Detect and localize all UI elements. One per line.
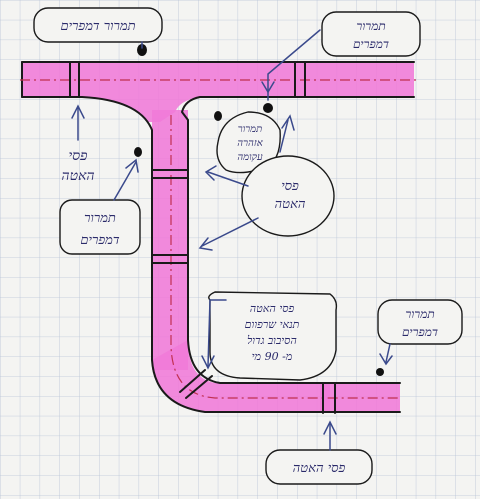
bubble-top-left [33, 7, 163, 43]
bubble-right-low [377, 299, 463, 345]
bubble-right [241, 155, 335, 237]
damper-dot [214, 111, 222, 121]
road-junction-flare [82, 97, 200, 122]
label-top-right-1: תמרור [356, 19, 385, 33]
label-right-low-1: תמרור [405, 307, 434, 321]
label-top-left: תמרור דמפרים [61, 19, 136, 34]
label-crosswalk-left-1: פסי [69, 148, 88, 164]
label-left-mid-2: דמפרים [80, 233, 119, 248]
bubble-center [216, 111, 281, 174]
damper-dot [376, 368, 384, 376]
labels: תמרור דמפרים תמרור דמפרים פסי האטה תמרור… [61, 19, 439, 476]
damper-dot [137, 44, 147, 56]
label-center-2: אזהרה [237, 138, 263, 149]
bubble-top-right [321, 11, 421, 57]
damper-dot [134, 147, 142, 157]
label-right-bubble-2: האטה [275, 197, 306, 212]
label-right-low-2: דמפרים [402, 325, 438, 339]
label-note-4: מ- 90 מי [252, 350, 293, 363]
speed-strips [69, 61, 336, 414]
bubble-left-mid [59, 199, 141, 255]
road-vertical-segment [152, 110, 188, 370]
label-right-bubble-1: פסי [281, 179, 299, 194]
label-note-2: תנאי שרפוום [245, 318, 300, 331]
bubble-bottom [265, 449, 373, 485]
damper-dots [134, 44, 384, 376]
label-bottom: פסי האטה [293, 461, 346, 476]
label-center-1: תמרור [238, 124, 262, 135]
label-center-3: עקומה [237, 152, 263, 163]
arrows [71, 29, 393, 451]
label-top-right-2: דמפרים [353, 37, 389, 51]
label-note-3: הסיבוב גדול [247, 334, 297, 347]
label-left-mid-1: תמרור [84, 211, 116, 226]
centerline [20, 79, 420, 399]
label-crosswalk-left-2: האטה [61, 168, 94, 184]
bubble-note [208, 291, 338, 381]
road-edges [21, 61, 415, 413]
bubbles [33, 7, 463, 485]
label-note-1: פסי האטה [250, 302, 295, 315]
damper-dot [263, 103, 273, 113]
